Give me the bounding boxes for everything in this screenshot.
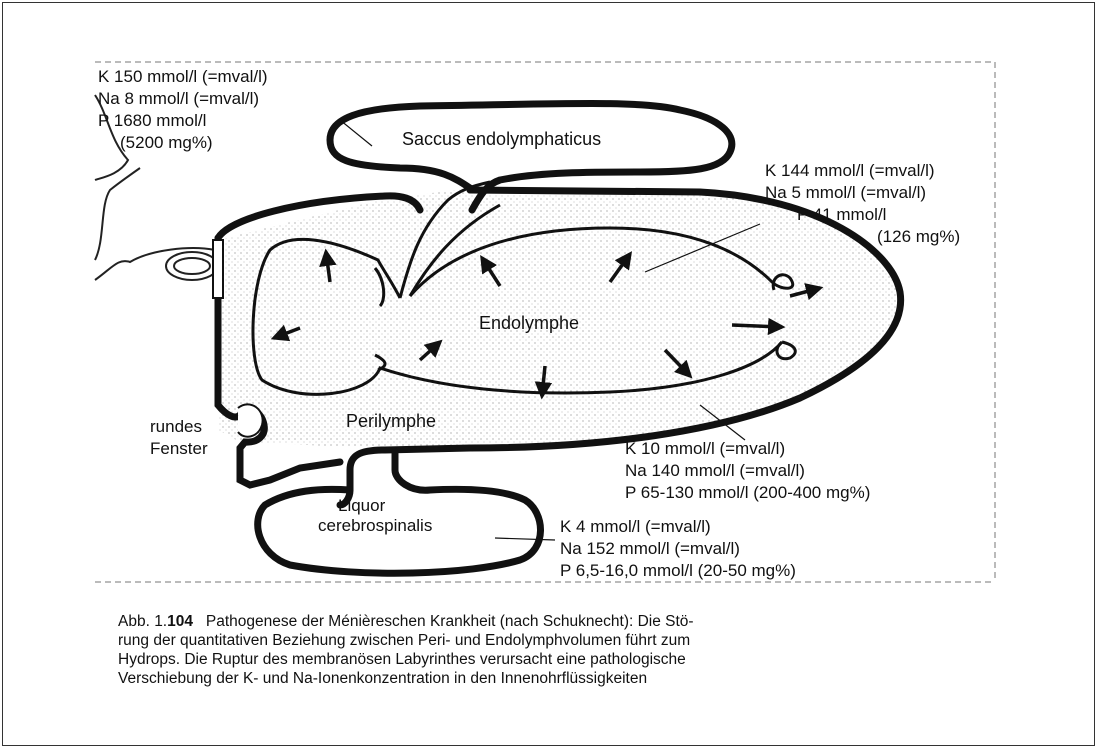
endo-na: Na 5 mmol/l (=mval/l): [765, 182, 960, 204]
round-window: [238, 404, 263, 436]
caption-number-bold: 104: [167, 613, 193, 630]
caption-line-4: Verschiebung der K- und Na-Ionenkonzentr…: [118, 669, 998, 688]
label-rundes-fenster: rundes Fenster: [150, 416, 208, 460]
label-fenster: Fenster: [150, 438, 208, 460]
endo-k: K 144 mmol/l (=mval/l): [765, 160, 960, 182]
saccus-k: K 150 mmol/l (=mval/l): [98, 66, 268, 88]
caption-line-2: rung der quantitativen Beziehung zwische…: [118, 631, 998, 650]
liquor-k: K 4 mmol/l (=mval/l): [560, 516, 796, 538]
label-rundes: rundes: [150, 416, 208, 438]
liquor-p: P 6,5-16,0 mmol/l (20-50 mg%): [560, 560, 796, 582]
saccus-na: Na 8 mmol/l (=mval/l): [98, 88, 268, 110]
peri-na: Na 140 mmol/l (=mval/l): [625, 460, 870, 482]
values-saccus: K 150 mmol/l (=mval/l) Na 8 mmol/l (=mva…: [98, 66, 268, 154]
caption-line-1: Abb. 1.104 Pathogenese der Ménièreschen …: [118, 612, 998, 631]
label-liquor: Liquor cerebrospinalis: [318, 496, 432, 536]
values-liquor: K 4 mmol/l (=mval/l) Na 152 mmol/l (=mva…: [560, 516, 796, 582]
peri-p: P 65-130 mmol/l (200-400 mg%): [625, 482, 870, 504]
endo-mg: (126 mg%): [765, 226, 960, 248]
label-perilymphe: Perilymphe: [346, 410, 436, 432]
endo-p: P 41 mmol/l: [765, 204, 960, 226]
label-saccus: Saccus endolymphaticus: [402, 128, 601, 150]
label-liquor-line-1: Liquor: [318, 496, 432, 516]
liquor-na: Na 152 mmol/l (=mval/l): [560, 538, 796, 560]
oval-window: [213, 240, 223, 298]
caption-text-1: Pathogenese der Ménièreschen Krankheit (…: [206, 613, 694, 630]
figure-caption: Abb. 1.104 Pathogenese der Ménièreschen …: [118, 612, 998, 688]
caption-line-3: Hydrops. Die Ruptur des membranösen Laby…: [118, 650, 998, 669]
values-endolymphe: K 144 mmol/l (=mval/l) Na 5 mmol/l (=mva…: [765, 160, 960, 248]
saccus-mg: (5200 mg%): [98, 132, 268, 154]
saccus-p: P 1680 mmol/l: [98, 110, 268, 132]
label-liquor-line-2: cerebrospinalis: [318, 516, 432, 536]
values-perilymphe: K 10 mmol/l (=mval/l) Na 140 mmol/l (=mv…: [625, 438, 870, 504]
label-endolymphe: Endolymphe: [479, 312, 579, 334]
caption-number: Abb. 1.: [118, 613, 167, 630]
peri-k: K 10 mmol/l (=mval/l): [625, 438, 870, 460]
